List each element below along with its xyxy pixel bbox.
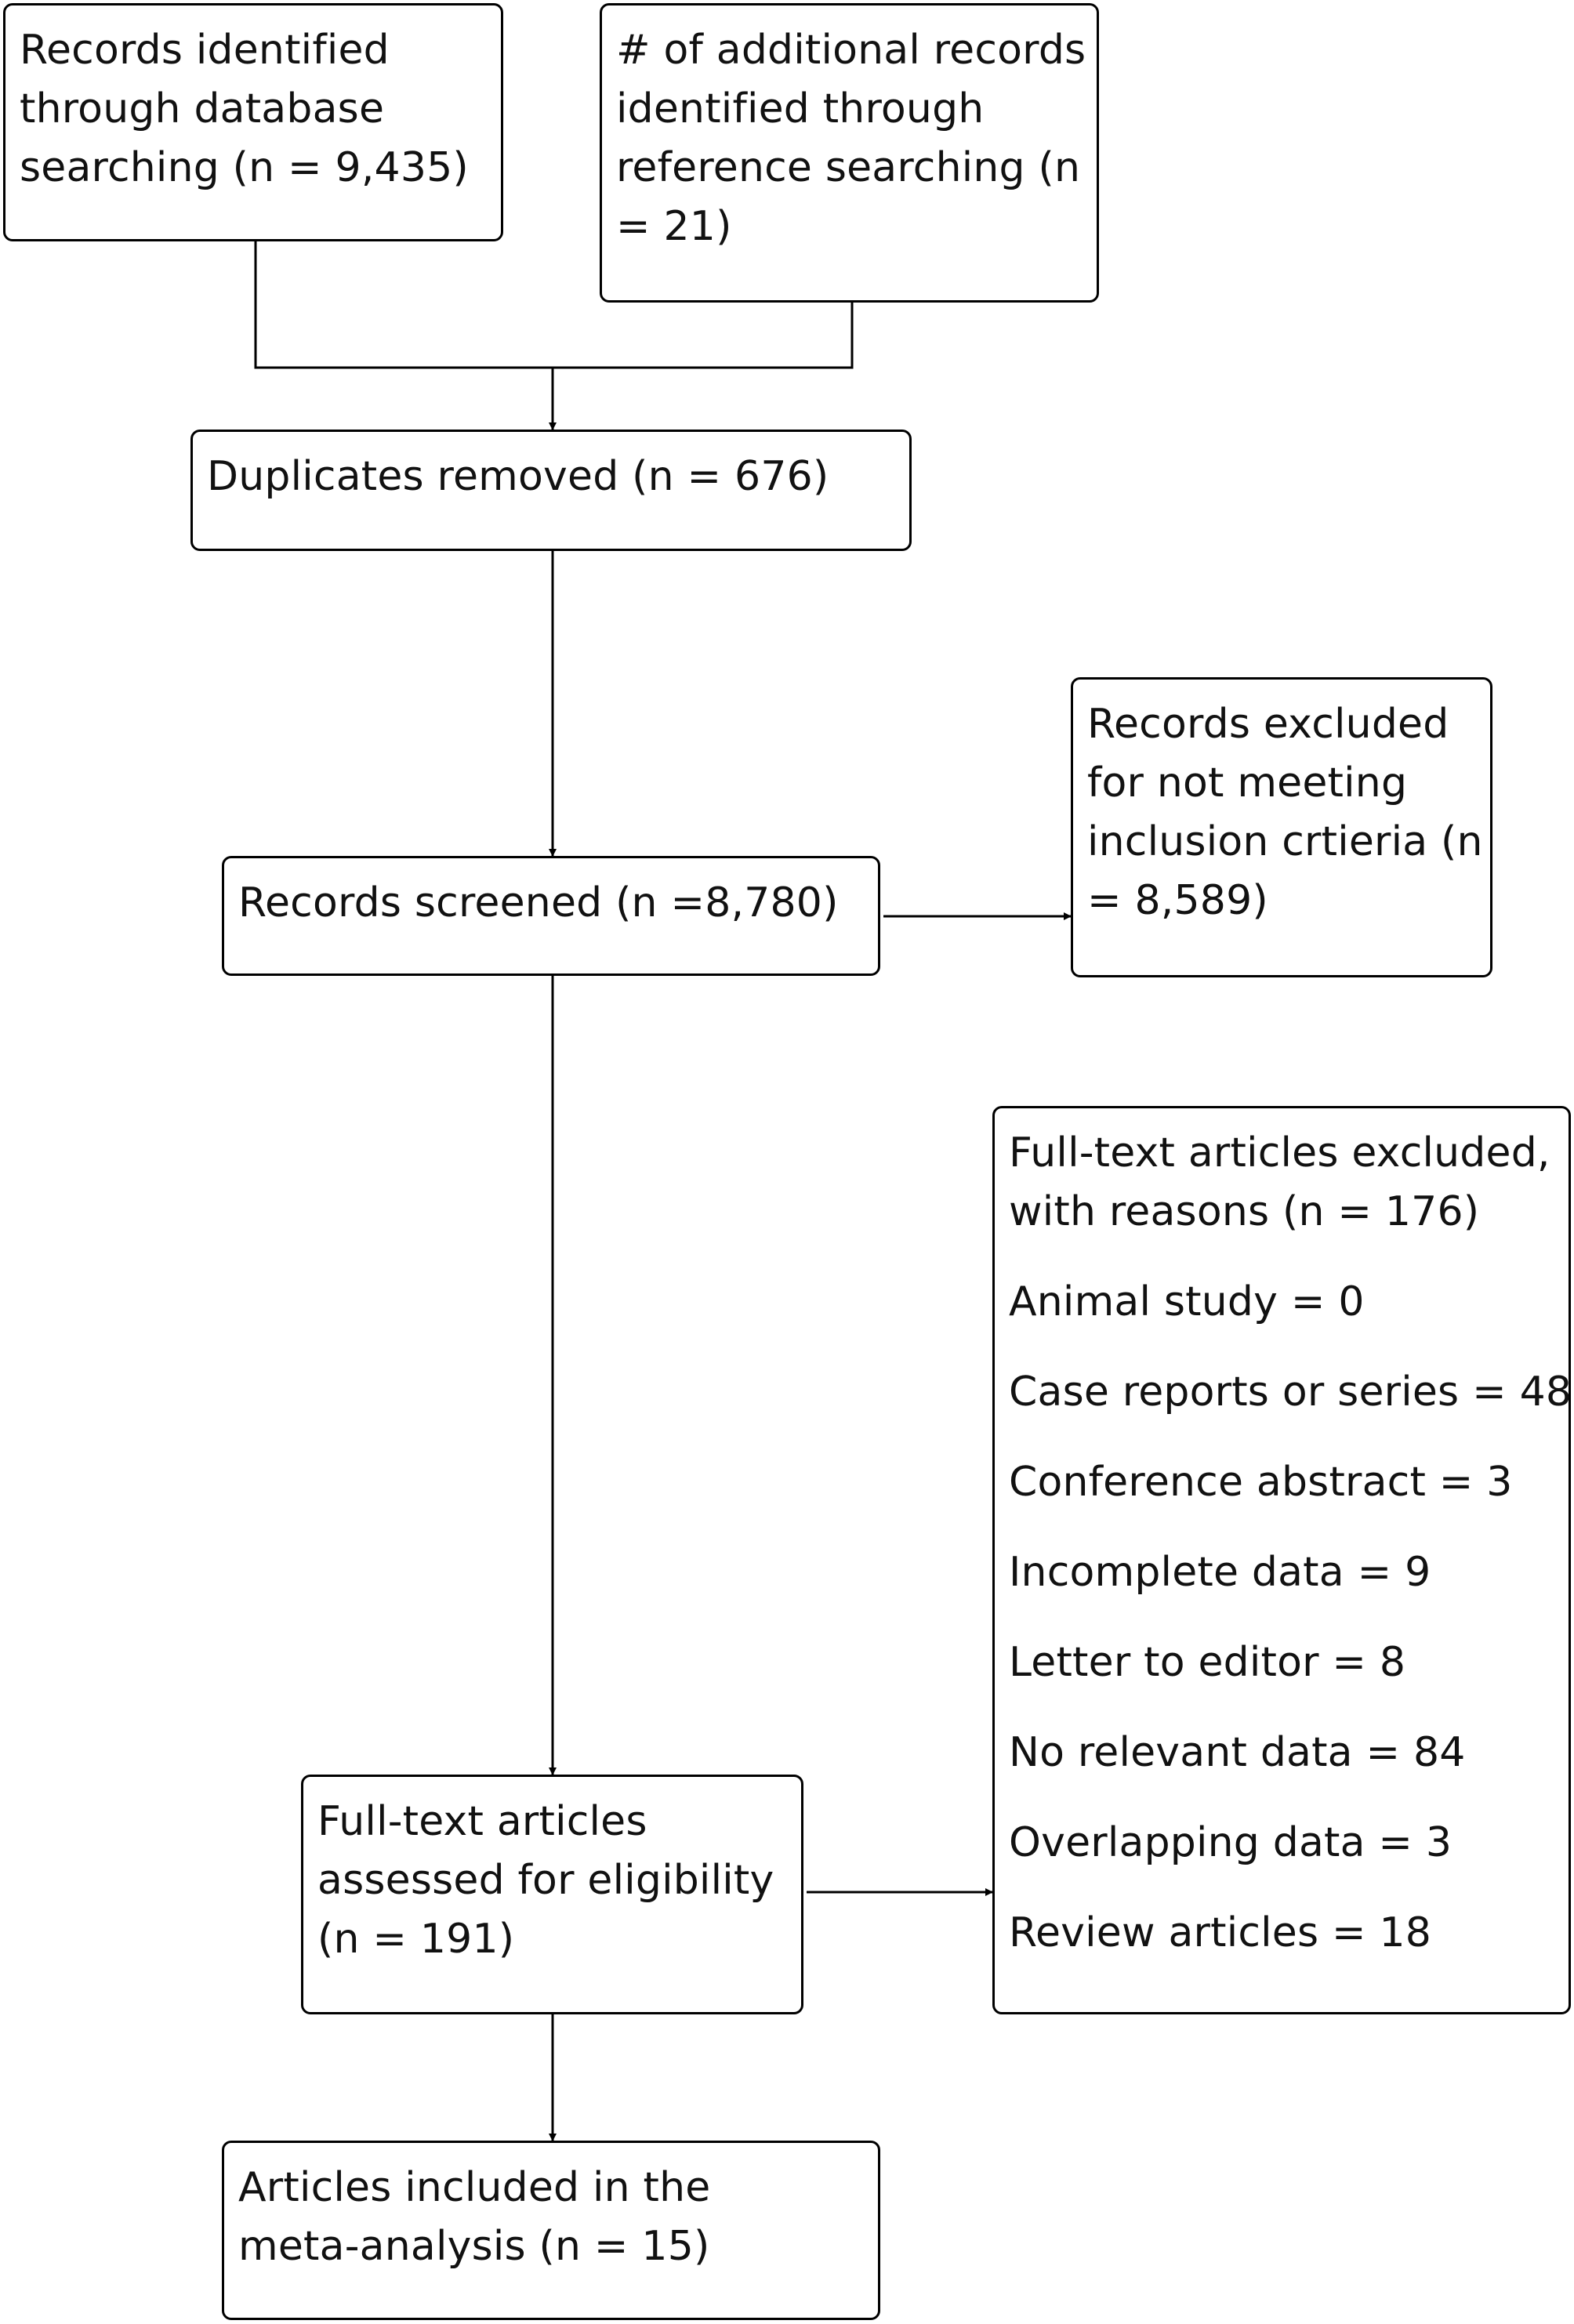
excluded-screen-box: Records excluded for not meeting inclusi… [1071, 677, 1492, 977]
connector-db-to-merge [254, 241, 553, 369]
exclusion-reason: No relevant data = 84 [1009, 1729, 1466, 1776]
exclusion-reason: Review articles = 18 [1009, 1909, 1432, 1956]
ref-search-line: # of additional records [616, 27, 1086, 74]
db-search-box: Records identified through database sear… [3, 3, 503, 241]
duplicates-line: Duplicates removed (n = 676) [207, 453, 829, 500]
exclusion-reason: Conference abstract = 3 [1009, 1459, 1513, 1506]
included-line: Articles included in the [238, 2164, 711, 2211]
included-box: Articles included in the meta-analysis (… [222, 2141, 880, 2320]
db-search-line: searching (n = 9,435) [20, 144, 469, 191]
fulltext-excluded-line: Full-text articles excluded, [1009, 1129, 1550, 1177]
fulltext-excluded-line: with reasons (n = 176) [1009, 1188, 1480, 1235]
excluded-screen-line: inclusion crtieria (n [1087, 818, 1483, 865]
screened-box: Records screened (n =8,780) [222, 856, 880, 976]
db-search-line: Records identified [20, 27, 390, 74]
exclusion-reason: Case reports or series = 48 [1009, 1369, 1572, 1416]
ref-search-line: = 21) [616, 203, 732, 250]
screened-line: Records screened (n =8,780) [238, 879, 839, 926]
excluded-screen-line: Records excluded [1087, 701, 1449, 748]
ref-search-box: # of additional records identified throu… [600, 3, 1099, 303]
fulltext-line: assessed for eligibility [317, 1857, 774, 1904]
excluded-screen-line: = 8,589) [1087, 877, 1268, 924]
fulltext-line: Full-text articles [317, 1798, 647, 1845]
fulltext-excluded-box: Full-text articles excluded, with reason… [992, 1106, 1572, 2014]
exclusion-reason: Incomplete data = 9 [1009, 1549, 1431, 1596]
excluded-screen-line: for not meeting [1087, 760, 1408, 807]
exclusion-reasons-list: Animal study = 0 Case reports or series … [1009, 1273, 1572, 1963]
connector-ref-to-merge [553, 303, 854, 369]
exclusion-reason: Animal study = 0 [1009, 1278, 1365, 1325]
ref-search-line: reference searching (n [616, 144, 1081, 191]
included-line: meta-analysis (n = 15) [238, 2223, 710, 2270]
ref-search-line: identified through [616, 85, 985, 132]
exclusion-reason: Overlapping data = 3 [1009, 1819, 1453, 1866]
db-search-line: through database [20, 85, 385, 132]
fulltext-box: Full-text articles assessed for eligibil… [301, 1775, 803, 2014]
exclusion-reason: Letter to editor = 8 [1009, 1639, 1406, 1686]
duplicates-box: Duplicates removed (n = 676) [190, 430, 912, 551]
fulltext-line: (n = 191) [317, 1916, 515, 1963]
